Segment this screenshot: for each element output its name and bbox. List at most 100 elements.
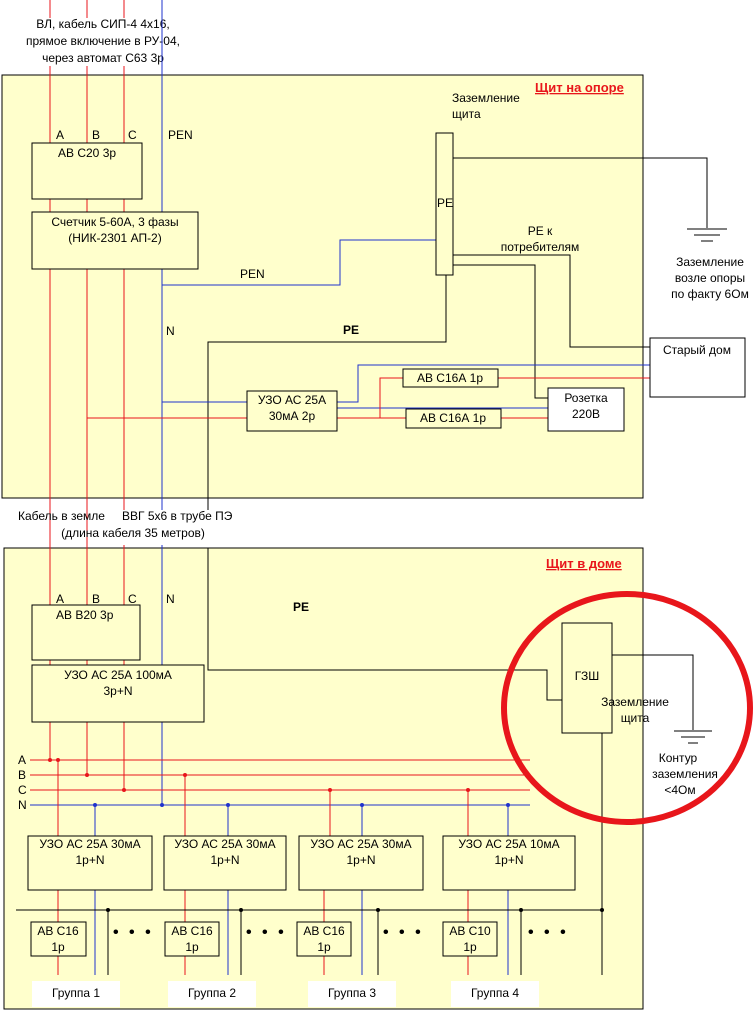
socket-label-line-1: Розетка xyxy=(564,391,608,405)
socket-box xyxy=(547,387,625,432)
pe-to-house-wire xyxy=(207,275,447,510)
highlight-circle xyxy=(501,591,753,825)
breaker-upper-label: АВ С16А 1р xyxy=(417,371,483,385)
junction-b-group-2 xyxy=(183,773,187,777)
house-main-rcd xyxy=(31,664,205,723)
junction-c-main xyxy=(122,788,126,792)
house-pe-label: PE xyxy=(293,600,309,614)
house-phase-a-label: A xyxy=(56,592,64,606)
group-1-more-dots: • • • xyxy=(113,924,154,941)
group-4-label-box xyxy=(451,981,539,1007)
bus-label-b: B xyxy=(18,768,26,782)
junction-n-group-4 xyxy=(506,803,510,807)
group-3-rcd xyxy=(298,835,424,891)
contour-caption-line-1: Контур xyxy=(659,751,698,765)
house-phase-b-label: B xyxy=(92,592,100,606)
pole-rcd xyxy=(246,390,338,432)
house-main-breaker xyxy=(31,604,141,661)
cable-caption-left: Кабель в земле xyxy=(18,509,105,523)
breaker-lower-label: АВ С16А 1р xyxy=(420,411,486,425)
old-house-box xyxy=(649,337,746,398)
pole-n-label: N xyxy=(166,324,175,338)
junction-c-group-4 xyxy=(466,788,470,792)
house-main-rcd-line-2: 3р+N xyxy=(103,684,132,698)
pole-main-breaker xyxy=(31,142,143,200)
rcd-l-upper-wire xyxy=(337,377,403,419)
gzsh-label: ГЗШ xyxy=(575,669,599,683)
socket-label-line-2: 220В xyxy=(572,407,600,421)
group-4-breaker xyxy=(442,921,498,957)
junction-n-main xyxy=(160,803,164,807)
junction-pe-group-3 xyxy=(376,908,380,912)
cable-caption-right: ВВГ 5х6 в трубе ПЭ xyxy=(122,509,233,523)
electricity-meter xyxy=(31,211,199,270)
group-1-breaker-line-1: АВ С16 xyxy=(37,924,79,938)
ground-note-line-1: Заземление xyxy=(676,255,744,269)
pen-to-pe-bus-wire xyxy=(162,239,436,286)
gzsh-box xyxy=(561,622,613,734)
pe-ground-wire xyxy=(453,157,708,228)
pole-pen-label-2: PEN xyxy=(240,267,265,281)
group-1-rcd xyxy=(27,835,153,891)
group-4-rcd xyxy=(442,835,576,891)
junction-n-group-1 xyxy=(93,803,97,807)
junction-n-group-2 xyxy=(226,803,230,807)
group-1-breaker-line-2: 1р xyxy=(51,940,65,954)
junction-a-group-1 xyxy=(56,758,60,762)
group-2-more-dots: • • • xyxy=(246,924,287,941)
input-caption-line-1: ВЛ, кабель СИП-4 4х16, xyxy=(36,17,169,31)
group-3-breaker xyxy=(296,921,352,957)
group-4-rcd-line-2: 1р+N xyxy=(494,853,523,867)
breaker-lower xyxy=(405,408,502,429)
group-2-label-box xyxy=(168,981,256,1007)
pe-consumers-line-1: PE к xyxy=(528,224,553,238)
house-main-breaker-label: АВ В20 3р xyxy=(56,608,114,622)
pe-to-socket-wire xyxy=(453,264,548,399)
pole-ground-caption-line-2: щита xyxy=(452,107,481,121)
group-1-breaker xyxy=(30,921,87,957)
pe-consumers-line-2: потребителям xyxy=(501,240,580,254)
group-3-label-box xyxy=(308,981,396,1007)
group-1-rcd-line-2: 1р+N xyxy=(75,853,104,867)
house-pe-wire xyxy=(207,548,562,701)
bus-label-a: A xyxy=(18,753,26,767)
group-2-label: Группа 2 xyxy=(188,986,236,1000)
junction-n-group-3 xyxy=(360,803,364,807)
group-1-rcd-line-1: УЗО АС 25А 30мА xyxy=(39,837,140,851)
pole-rcd-line-1: УЗО АС 25А xyxy=(258,393,326,407)
group-3-label: Группа 3 xyxy=(328,986,376,1000)
junction-b-main xyxy=(85,773,89,777)
group-3-more-dots: • • • xyxy=(383,924,424,941)
junction-c-group-3 xyxy=(328,788,332,792)
junction-pe-group-2 xyxy=(239,908,243,912)
house-phase-c-label: C xyxy=(128,592,137,606)
group-2-breaker-line-1: АВ С16 xyxy=(171,924,213,938)
cable-caption-line-2: (длина кабеля 35 метров) xyxy=(61,526,205,540)
ground-note-line-3: по факту 6Ом xyxy=(671,287,749,301)
house-ground-symbol-icon xyxy=(674,730,712,744)
group-2-breaker-line-2: 1р xyxy=(185,940,199,954)
bus-label-c: C xyxy=(18,783,27,797)
group-1-label-box xyxy=(32,981,120,1007)
pole-phase-b-label: B xyxy=(92,128,100,142)
group-2-rcd-line-2: 1р+N xyxy=(210,853,239,867)
pole-main-breaker-label: АВ С20 3р xyxy=(58,146,116,160)
bus-junctions xyxy=(48,758,604,912)
junction-pe-group-1 xyxy=(106,908,110,912)
pole-panel-title: Щит на опоре xyxy=(535,80,624,95)
house-panel-title: Щит в доме xyxy=(546,556,622,571)
gzsh-caption-line-1: Заземление xyxy=(601,695,669,709)
pe-bus xyxy=(435,132,454,276)
input-caption-line-2: прямое включение в РУ-04, xyxy=(26,34,180,48)
house-n-label: N xyxy=(166,592,175,606)
input-caption-line-3: через автомат С63 3р xyxy=(42,51,164,65)
group-4-rcd-line-1: УЗО АС 25А 10мА xyxy=(458,837,559,851)
group-4-more-dots: • • • xyxy=(528,924,569,941)
ground-symbol-icon xyxy=(687,228,727,242)
pole-rcd-line-2: 30мА 2р xyxy=(269,409,316,423)
pe-to-old-house-wire xyxy=(453,254,650,348)
ground-note-line-2: возле опоры xyxy=(675,271,745,285)
junction-pe-group-4 xyxy=(519,908,523,912)
breaker-upper xyxy=(402,368,499,388)
